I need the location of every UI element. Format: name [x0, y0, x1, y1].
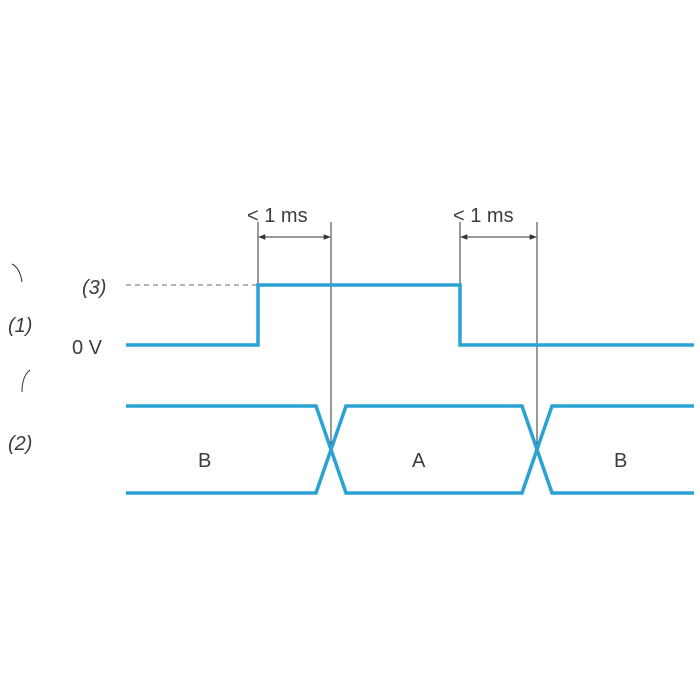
control-signal-waveform	[126, 283, 694, 347]
label-note-3: (3)	[82, 277, 106, 299]
label-zero-volt: 0 V	[72, 337, 103, 359]
pointer-mark-lower	[21, 369, 31, 393]
state-label-b-right: B	[614, 450, 627, 472]
timing-label-right: < 1 ms	[453, 205, 514, 227]
label-note-1: (1)	[8, 315, 32, 337]
state-label-a: A	[412, 450, 426, 472]
state-bus-upper-edge	[126, 404, 694, 495]
timing-label-left: < 1 ms	[247, 205, 308, 227]
label-note-2: (2)	[8, 433, 32, 455]
state-label-b-left: B	[198, 450, 211, 472]
pointer-mark-upper	[11, 263, 23, 283]
state-bus-lower-edge	[126, 404, 694, 495]
